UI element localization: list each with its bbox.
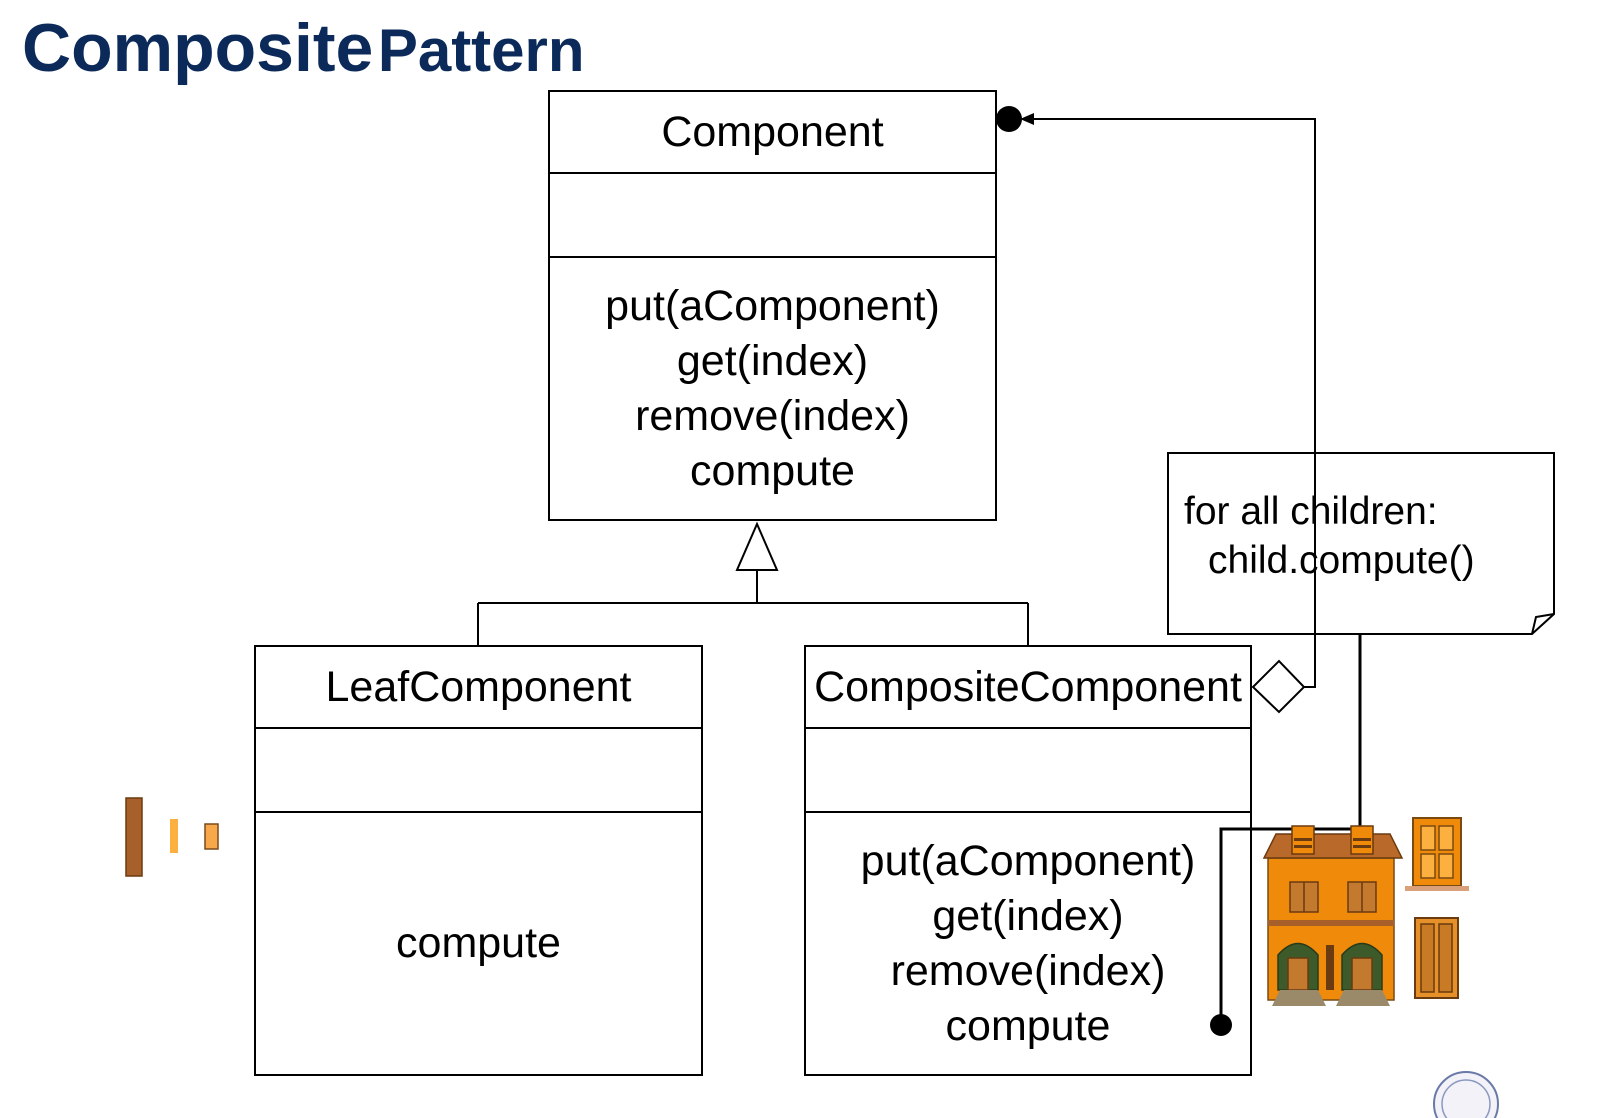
page-title: Composite Pattern	[22, 14, 585, 82]
leaf-attributes	[256, 729, 701, 813]
note-shape	[1167, 452, 1555, 635]
title-word-composite: Composite	[22, 10, 374, 86]
note-line-1: for all children:	[1184, 490, 1438, 533]
component-methods: put(aComponent) get(index) remove(index)…	[550, 258, 995, 519]
leaf-pieces-icon	[125, 797, 219, 877]
note-fold	[1531, 613, 1555, 635]
window-icon	[1405, 817, 1469, 891]
seal-icon	[1433, 1071, 1499, 1118]
component-class-name: Component	[550, 92, 995, 174]
component-method-put: put(aComponent)	[605, 281, 940, 330]
house-icon	[1262, 825, 1404, 1006]
aggregation-line	[1030, 118, 1316, 688]
component-method-compute: compute	[690, 446, 855, 495]
composite-class-name: CompositeComponent	[806, 647, 1250, 729]
inheritance-connector	[477, 570, 1029, 645]
door-icon	[1414, 917, 1459, 999]
title-word-pattern: Pattern	[377, 17, 585, 84]
inheritance-triangle-icon	[735, 521, 779, 571]
composite-method-compute: compute	[945, 1001, 1111, 1050]
composite-method-put: put(aComponent)	[860, 836, 1196, 885]
composite-method-get: get(index)	[932, 891, 1124, 940]
component-method-remove: remove(index)	[635, 391, 910, 440]
composite-method-remove: remove(index)	[890, 946, 1166, 995]
note-line-2: child.compute()	[1208, 539, 1475, 582]
composite-methods: put(aComponent) get(index) remove(index)…	[806, 813, 1250, 1074]
many-endpoint-dot	[996, 106, 1022, 132]
aggregation-diamond-icon	[1251, 659, 1306, 714]
note-link-line	[1219, 634, 1362, 1024]
component-class-box: Component put(aComponent) get(index) rem…	[548, 90, 997, 521]
note-link-dot	[1210, 1014, 1232, 1036]
leaf-method-compute: compute	[396, 919, 561, 967]
component-attributes	[550, 174, 995, 258]
leaf-class-box: LeafComponent compute	[254, 645, 703, 1076]
composite-attributes	[806, 729, 1250, 813]
leaf-methods: compute	[256, 813, 701, 1074]
leaf-class-name: LeafComponent	[256, 647, 701, 729]
note-text: for all children: child.compute()	[1168, 453, 1554, 634]
arrowhead-icon	[1020, 113, 1034, 125]
composite-class-box: CompositeComponent put(aComponent) get(i…	[804, 645, 1252, 1076]
component-method-get: get(index)	[676, 336, 869, 385]
